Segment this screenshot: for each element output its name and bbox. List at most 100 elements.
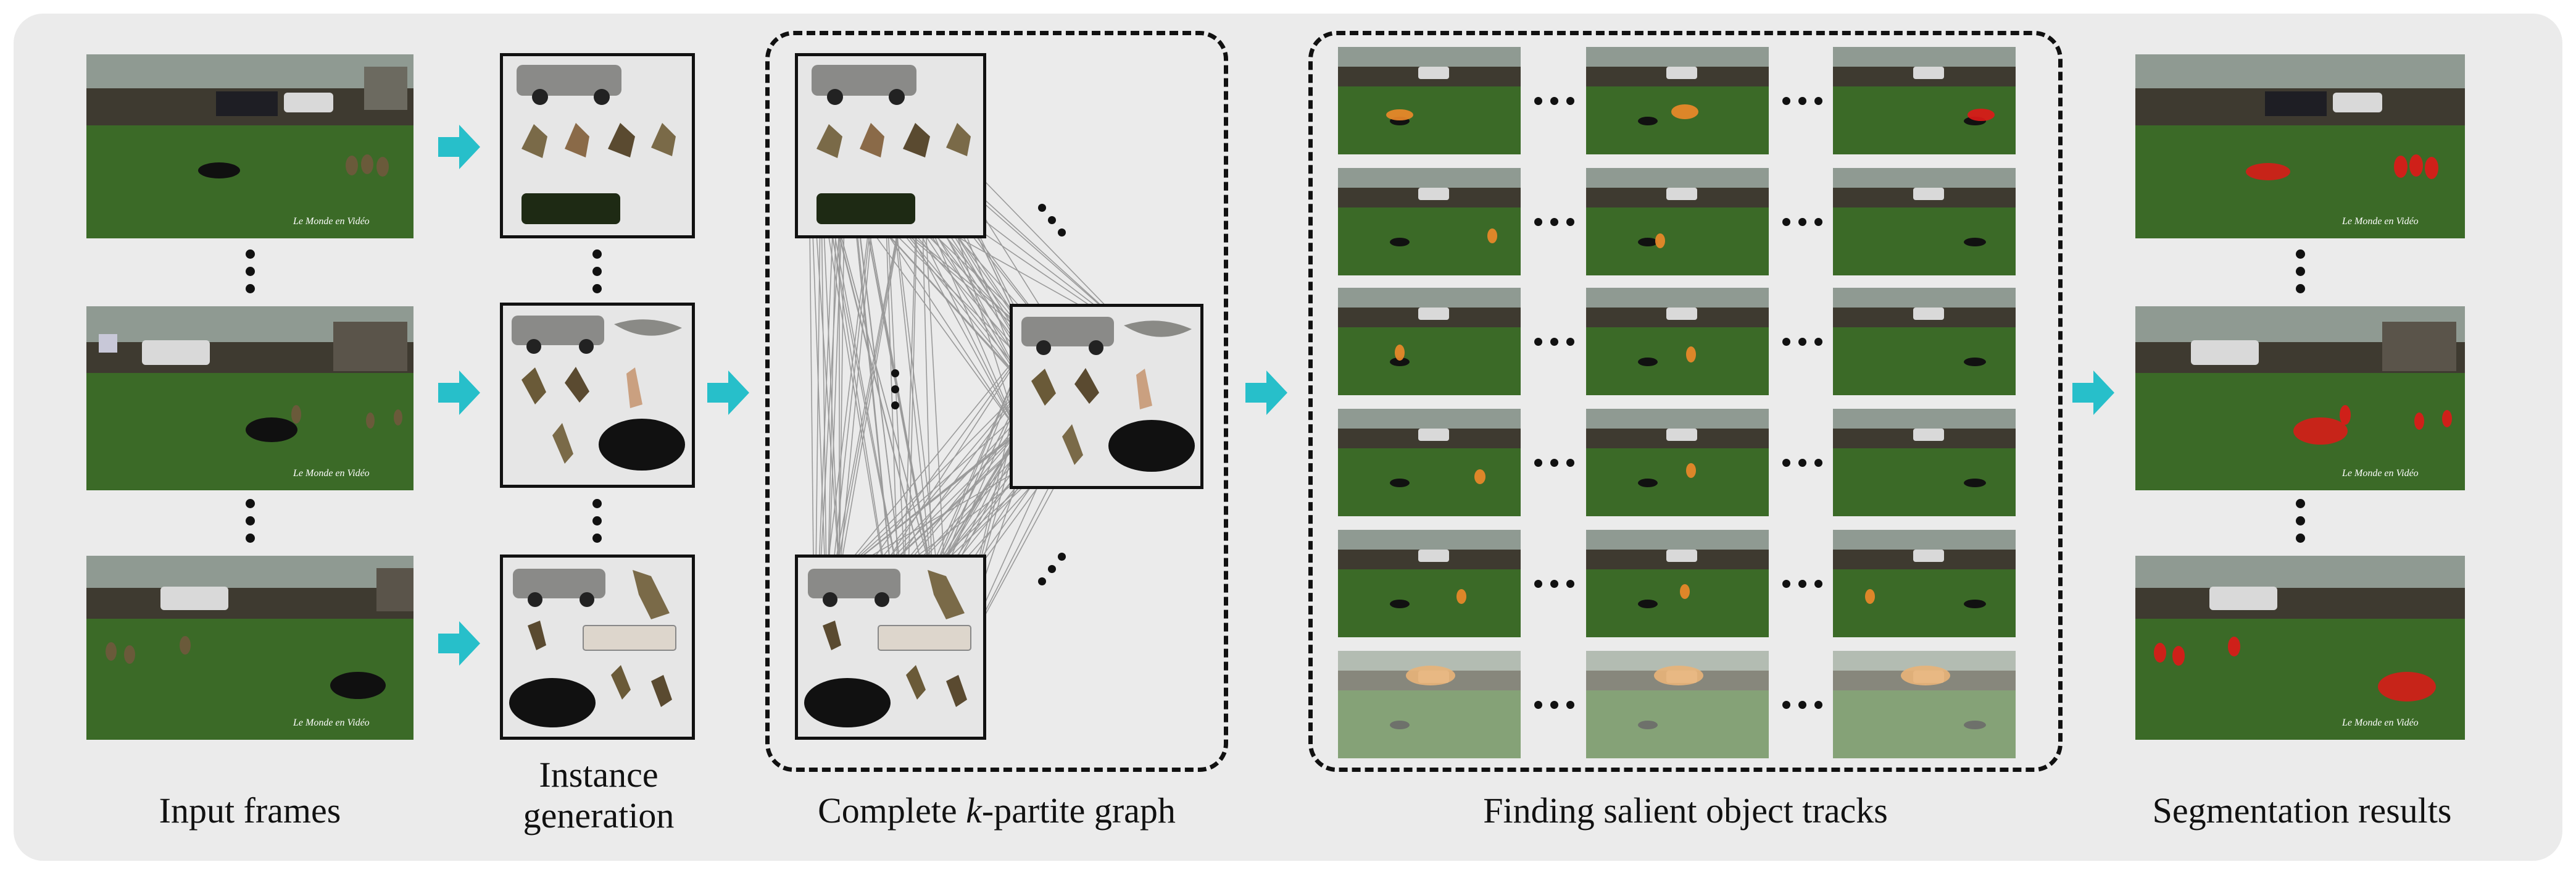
ellipsis-dot: [1048, 565, 1056, 573]
ellipsis-dot: [1534, 97, 1542, 105]
arrow-right-icon: [2072, 371, 2114, 415]
graph-node-set-2: [1010, 304, 1203, 489]
ellipsis-dot: [1814, 338, 1822, 346]
ellipsis-dot: [1550, 97, 1558, 105]
ellipsis-dot: [246, 267, 255, 276]
ellipsis-dot: [1566, 218, 1574, 226]
ellipsis-dot: [1058, 228, 1066, 237]
track-frame: [1586, 530, 1769, 637]
ellipsis-dot: [1798, 338, 1806, 346]
track-frame: [1833, 168, 2016, 275]
ellipsis-dot: [1798, 580, 1806, 588]
track-frame: [1338, 530, 1521, 637]
ellipsis-dot: [1534, 580, 1542, 588]
ellipsis-dot: [891, 401, 899, 409]
track-frame: [1338, 651, 1521, 758]
track-frame: [1338, 168, 1521, 275]
caption-salient-tracks: Finding salient object tracks: [1483, 790, 1888, 831]
ellipsis-dot: [246, 249, 255, 259]
ellipsis-dot: [1566, 580, 1574, 588]
track-frame: [1586, 651, 1769, 758]
ellipsis-dot: [1534, 459, 1542, 467]
ellipsis-dot: [1782, 459, 1790, 467]
graph-edge: [839, 339, 1031, 575]
track-frame: [1833, 47, 2016, 154]
arrow-right-icon: [438, 371, 480, 415]
ellipsis-dot: [592, 534, 602, 543]
ellipsis-dot: [1782, 580, 1790, 588]
result-frame-3: Le Monde en Vidéo: [2135, 556, 2465, 740]
ellipsis-dot: [2296, 499, 2305, 508]
ellipsis-dot: [1798, 701, 1806, 709]
ellipsis-dot: [891, 385, 899, 393]
ellipsis-dot: [2296, 534, 2305, 543]
salient-tracks-box: [1308, 31, 2063, 772]
graph-edge: [931, 432, 1019, 575]
ellipsis-dot: [2296, 284, 2305, 293]
ellipsis-dot: [1566, 701, 1574, 709]
ellipsis-dot: [1550, 459, 1558, 467]
caption-input-frames: Input frames: [159, 790, 341, 831]
ellipsis-dot: [1814, 218, 1822, 226]
ellipsis-dot: [1550, 338, 1558, 346]
ellipsis-dot: [1782, 97, 1790, 105]
ellipsis-dot: [1048, 216, 1056, 224]
ellipsis-dot: [1814, 97, 1822, 105]
ellipsis-dot: [246, 516, 255, 525]
arrow-right-icon: [707, 371, 749, 415]
ellipsis-dot: [1550, 701, 1558, 709]
ellipsis-dot: [1798, 97, 1806, 105]
ellipsis-dot: [246, 284, 255, 293]
ellipsis-dot: [2296, 516, 2305, 525]
ellipsis-dot: [1566, 459, 1574, 467]
track-frame: [1586, 409, 1769, 516]
watermark-text: Le Monde en Vidéo: [293, 718, 370, 728]
ellipsis-dot: [1058, 553, 1066, 561]
caption-segmentation-results: Segmentation results: [2152, 790, 2452, 831]
ellipsis-dot: [1782, 218, 1790, 226]
ellipsis-dot: [592, 499, 602, 508]
caption-instance-generation: Instance generation: [469, 755, 728, 835]
result-frame-2: Le Monde en Vidéo: [2135, 306, 2465, 490]
ellipsis-dot: [1534, 701, 1542, 709]
ellipsis-dot: [2296, 249, 2305, 259]
caption-text: -partite graph: [981, 790, 1176, 831]
instance-set-2: [500, 303, 695, 488]
watermark-text: Le Monde en Vidéo: [2341, 216, 2419, 227]
ellipsis-dot: [1038, 204, 1046, 212]
track-frame: [1833, 530, 2016, 637]
kpartite-graph-box: [765, 31, 1228, 772]
graph-edge: [839, 385, 1025, 575]
graph-node-set-3: [795, 555, 986, 740]
input-frame-3: Le Monde en Vidéo: [86, 556, 413, 740]
track-frame: [1586, 47, 1769, 154]
graph-edge: [839, 432, 1019, 575]
ellipsis-dot: [891, 369, 899, 377]
caption-line: Instance: [539, 755, 659, 795]
ellipsis-dot: [592, 249, 602, 259]
caption-kpartite-graph: Complete k-partite graph: [765, 790, 1228, 831]
ellipsis-dot: [1798, 218, 1806, 226]
track-frame: [1833, 409, 2016, 516]
ellipsis-dot: [1566, 338, 1574, 346]
ellipsis-dot: [592, 516, 602, 525]
caption-text: Complete: [818, 790, 966, 831]
instance-set-3: [500, 555, 695, 740]
track-frame: [1833, 651, 2016, 758]
instance-set-1: [500, 53, 695, 238]
ellipsis-dot: [1038, 577, 1046, 585]
result-frame-1: Le Monde en Vidéo: [2135, 54, 2465, 238]
input-frame-1: Le Monde en Vidéo: [86, 54, 413, 238]
watermark-text: Le Monde en Vidéo: [2341, 468, 2419, 479]
watermark-text: Le Monde en Vidéo: [293, 468, 370, 479]
ellipsis-dot: [1782, 338, 1790, 346]
track-frame: [1338, 409, 1521, 516]
input-frame-2: Le Monde en Vidéo: [86, 306, 413, 490]
graph-node-set-1: [795, 53, 986, 238]
watermark-text: Le Monde en Vidéo: [293, 216, 370, 227]
arrow-right-icon: [438, 125, 480, 169]
ellipsis-dot: [2296, 267, 2305, 276]
caption-line: generation: [523, 795, 675, 835]
ellipsis-dot: [1566, 97, 1574, 105]
ellipsis-dot: [246, 499, 255, 508]
